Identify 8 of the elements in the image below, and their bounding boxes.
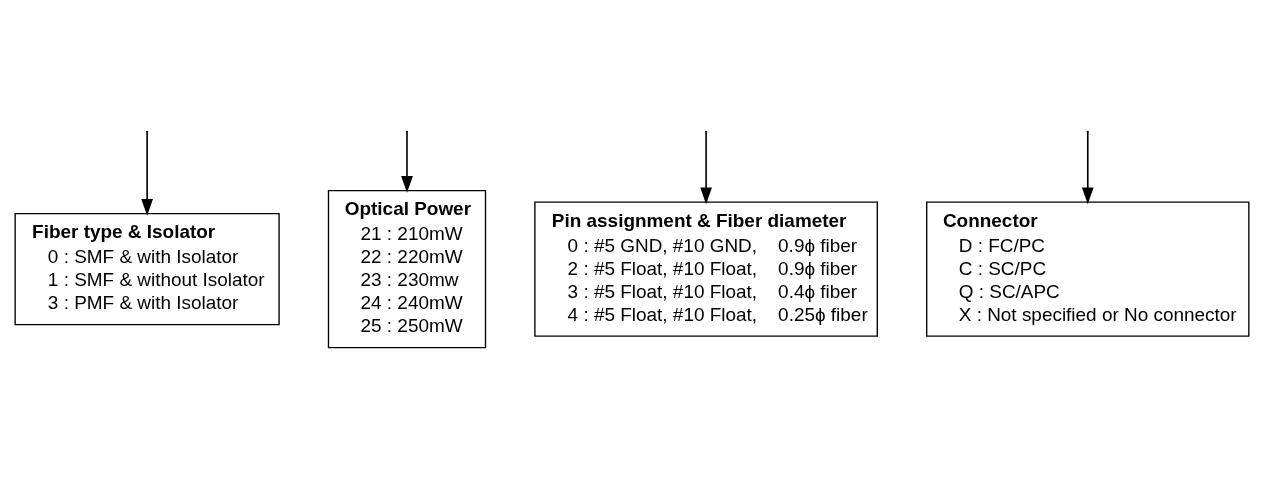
node-box: Pin assignment & Fiber diameter 0 : #5 GND, #10 GND, 0.9ϕ fiber 2 : #5 Float, #10 Float, 0.9ϕ fiber 3 : #5 Float, #10 Float, 0.4ϕ fiber 4 : #5 Float, #10 Float, 0.25ϕ fiber <box>534 201 878 337</box>
arrow <box>700 131 712 205</box>
node-box: Fiber type & Isolator 0 : SMF & with Isolator 1 : SMF & without Isolator 3 : PMF & with Isolator <box>14 212 280 326</box>
arrow <box>141 131 153 216</box>
node-box: Connector D : FC/PC C : SC/PC Q : SC/APC X : Not specified or No connector <box>926 201 1250 337</box>
arrow <box>401 131 413 193</box>
node-box: Optical Power 21 : 210mW 22 : 220mW 23 : 230mw 24 : 240mW 25 : 250mW <box>327 189 487 349</box>
arrow <box>1081 131 1094 205</box>
